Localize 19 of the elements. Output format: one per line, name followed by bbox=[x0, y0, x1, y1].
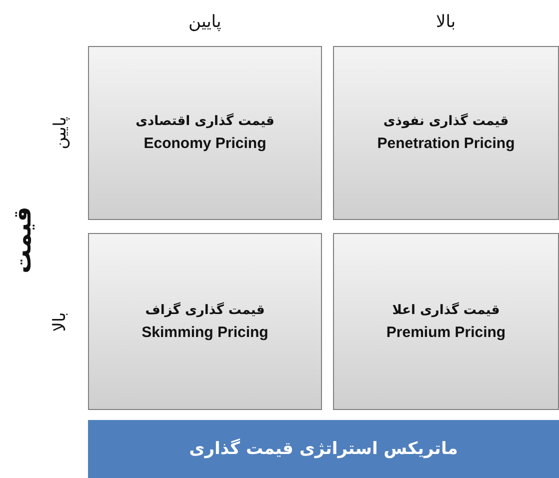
axis-label: قیمت bbox=[8, 206, 36, 274]
matrix-cell bbox=[333, 233, 559, 410]
persian-label: قیمت گذاری اقتصادی bbox=[136, 114, 274, 129]
column-header: بالا bbox=[436, 12, 456, 32]
matrix-cell bbox=[333, 46, 559, 220]
column-header: پایین bbox=[188, 12, 222, 32]
band-title: ماتریکس استراتژی قیمت گذاری bbox=[189, 439, 458, 459]
persian-label: قیمت گذاری گزاف bbox=[145, 302, 265, 318]
persian-label: قیمت گذاری اعلا bbox=[392, 302, 500, 318]
english-label: Penetration Pricing bbox=[377, 135, 515, 152]
english-label: Economy Pricing bbox=[144, 135, 266, 152]
english-label: Premium Pricing bbox=[386, 324, 506, 340]
title-band bbox=[88, 420, 559, 478]
matrix-cell bbox=[88, 233, 322, 410]
matrix-cell bbox=[88, 46, 322, 220]
row-header: بالا bbox=[50, 312, 70, 332]
row-header: پایین bbox=[50, 116, 70, 150]
persian-label: قیمت گذاری نفوذی bbox=[383, 114, 509, 129]
english-label: Skimming Pricing bbox=[142, 324, 268, 340]
